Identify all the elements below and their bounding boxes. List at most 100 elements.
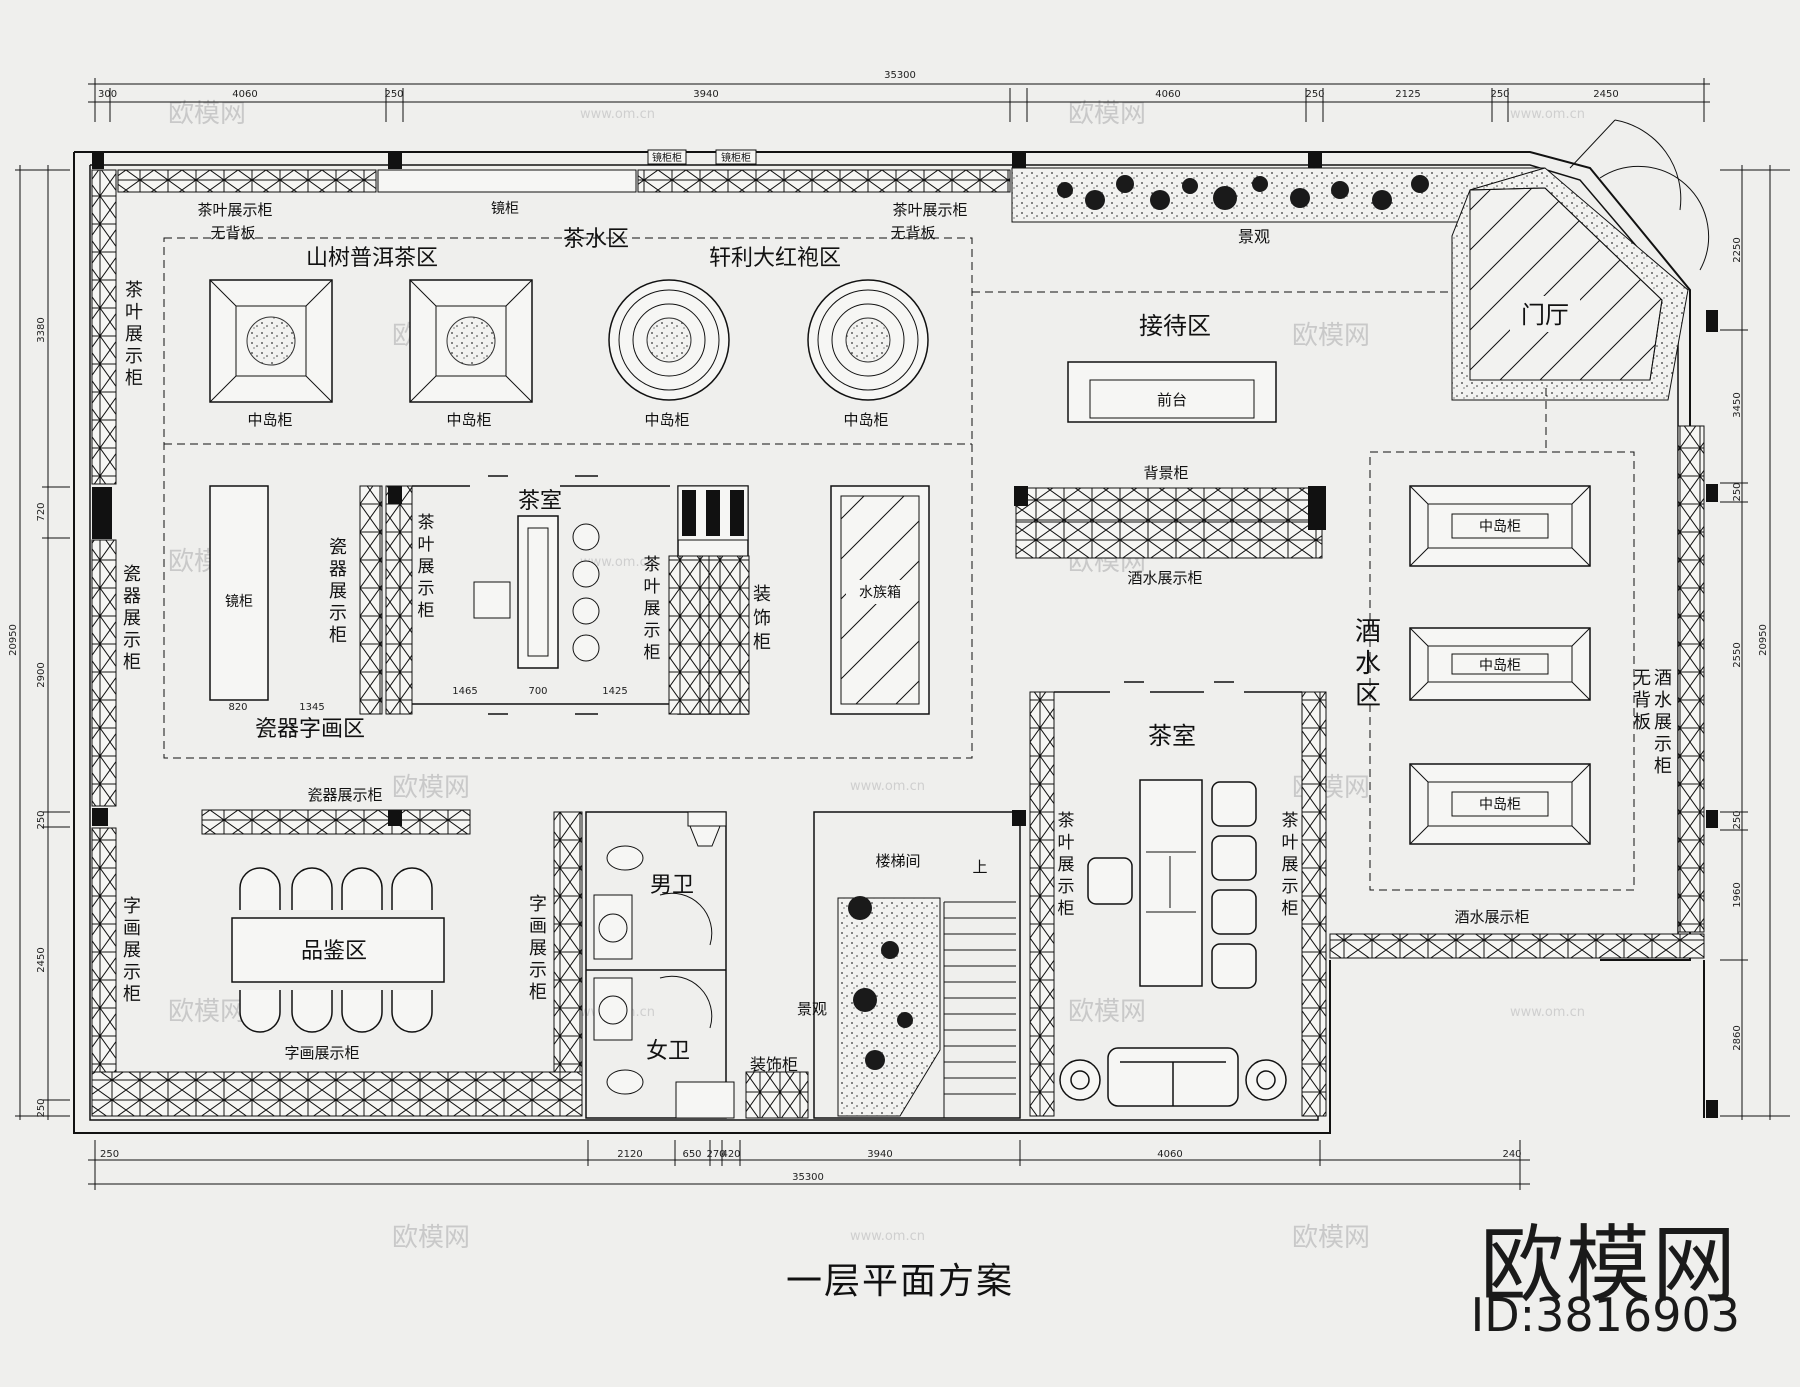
island-round-2 <box>807 279 929 401</box>
reception: 接待区 前台 背景柜 酒水展示柜 <box>972 291 1452 587</box>
vlabel-calligraphy-wc: 字画展示柜 <box>529 894 547 1003</box>
wine-island-label: 中岛柜 <box>1479 797 1521 813</box>
no-back-label: 无背板 <box>210 224 255 242</box>
vlabel-tea-room-b-right: 茶叶展示柜 <box>1282 811 1299 919</box>
wine-island-1 <box>1409 485 1591 567</box>
vlabel-wine-zone: 酒水区 <box>1355 617 1381 711</box>
dim-top-seg: 250 <box>1305 89 1324 100</box>
dim-bottom-seg: 3940 <box>867 1149 892 1160</box>
dim-right-overall: 20950 <box>1758 624 1769 656</box>
dim-bottom-seg: 270 <box>706 1149 725 1160</box>
dim-right-seg: 2860 <box>1732 1025 1743 1050</box>
watermark: 欧模网 <box>1292 1223 1370 1253</box>
island-label: 中岛柜 <box>644 411 689 429</box>
left-cabinets <box>91 169 117 1099</box>
island-label: 中岛柜 <box>247 411 292 429</box>
dim-right-seg: 250 <box>1732 810 1743 829</box>
dim-top-seg: 300 <box>98 89 117 100</box>
vlabel-no-back: 无背板 <box>1633 668 1651 733</box>
front-desk-label: 前台 <box>1157 391 1187 409</box>
dim-left-seg: 720 <box>36 502 47 521</box>
dim-right-seg: 2250 <box>1732 237 1743 262</box>
dim-bottom-seg: 240 <box>1502 1149 1521 1160</box>
watermark-url: www.om.cn <box>580 555 655 570</box>
stairwell: 楼梯间 上 景观 <box>797 811 1021 1119</box>
zone-womens-wc: 女卫 <box>646 1039 690 1064</box>
wine-cabinet-label: 酒水展示柜 <box>1127 569 1202 587</box>
zone-xuan-li: 轩利大红袍区 <box>709 246 841 271</box>
dim-top-seg: 3940 <box>693 89 718 100</box>
dim-left-seg: 2900 <box>36 662 47 687</box>
watermark-url: www.om.cn <box>1510 107 1585 122</box>
dimension-top: 35300 300 4060 250 3940 4060 250 2125 25… <box>88 70 1710 122</box>
left-cabinet-labels: 茶叶展示柜 瓷器展示柜 字画展示柜 <box>123 280 143 1005</box>
zone-mens-wc: 男卫 <box>650 873 694 898</box>
watermark: 欧模网 <box>392 773 470 803</box>
watermark-url: www.om.cn <box>580 107 655 122</box>
stairwell-label: 楼梯间 <box>875 852 920 870</box>
dim-left-seg: 3380 <box>36 317 47 342</box>
mirror-cabinet-label: 镜柜 <box>225 594 253 610</box>
watermark-layer: 欧模网 欧模网 欧模网 欧模网 欧模网 欧模网 欧模网 欧模网 欧模网 欧模网 … <box>168 99 1585 1253</box>
no-back-label: 无背板 <box>890 224 935 242</box>
dim-left-seg: 250 <box>36 1098 47 1117</box>
vlabel-tea-room-b-left: 茶叶展示柜 <box>1058 811 1075 919</box>
porcelain-cabinet-label: 瓷器展示柜 <box>307 786 382 804</box>
island-round-1 <box>608 279 730 401</box>
dim-room: 1465 <box>452 686 477 697</box>
dim-top-seg: 250 <box>1490 89 1509 100</box>
right-notch <box>1329 960 1705 1133</box>
dimension-bottom: 250 2120 650 270 420 3940 4060 240 35300 <box>88 1140 1530 1190</box>
vlabel-wine-right: 酒水展示柜 <box>1654 668 1672 777</box>
wine-island-label: 中岛柜 <box>1479 519 1521 535</box>
dim-top-seg: 250 <box>384 89 403 100</box>
zone-porcelain-art: 瓷器字画区 <box>255 717 365 742</box>
zone-tea-room-b: 茶室 <box>1148 722 1196 750</box>
watermark: 欧模网 <box>168 99 246 129</box>
watermark: 欧模网 <box>168 997 246 1027</box>
lobby: 门厅 <box>1451 119 1710 401</box>
zone-reception: 接待区 <box>1139 312 1211 340</box>
dim-top-seg: 2450 <box>1593 89 1618 100</box>
deco-cabinet-label: 装饰柜 <box>750 1055 798 1074</box>
watermark-url: www.om.cn <box>850 779 925 794</box>
dim-left-seg: 2450 <box>36 947 47 972</box>
dim-top-overall: 35300 <box>884 70 916 81</box>
dim-top-seg: 4060 <box>232 89 257 100</box>
dim-room: 1345 <box>299 702 324 713</box>
zone-shan-shu: 山树普洱茶区 <box>306 246 438 271</box>
zone-lobby: 门厅 <box>1521 301 1569 329</box>
tea-cabinet-label: 茶叶展示柜 <box>892 201 967 219</box>
dim-bottom-seg: 420 <box>721 1149 740 1160</box>
dim-right-seg: 3450 <box>1732 392 1743 417</box>
vlabel-tea-room-left: 茶叶展示柜 <box>418 513 435 621</box>
dim-room: 820 <box>228 702 247 713</box>
vlabel-porcelain-left: 瓷器展示柜 <box>123 564 141 673</box>
vlabel-porcelain-room: 瓷器展示柜 <box>329 537 347 646</box>
brand-logo-text: 欧模网 <box>1479 1216 1738 1314</box>
mirror-label: 镜柜 <box>491 201 519 217</box>
wine-island-2 <box>1409 627 1591 701</box>
tasting-area: 瓷器展示柜 品鉴区 字画展示柜 字画展示柜 <box>91 786 583 1117</box>
island-square-1 <box>209 279 333 403</box>
dim-left-seg: 250 <box>36 810 47 829</box>
dim-right-seg: 2550 <box>1732 642 1743 667</box>
watermark: 欧模网 <box>392 1223 470 1253</box>
dim-bottom-overall: 35300 <box>792 1172 824 1183</box>
wine-island-label: 中岛柜 <box>1479 658 1521 674</box>
dim-top-seg: 2125 <box>1395 89 1420 100</box>
washrooms: 男卫 女卫 装饰柜 <box>585 811 809 1119</box>
vlabel-tea-room-right: 茶叶展示柜 <box>644 555 661 663</box>
dim-bottom-seg: 4060 <box>1157 1149 1182 1160</box>
landscape-label: 景观 <box>1238 227 1270 246</box>
dim-bottom-seg: 650 <box>682 1149 701 1160</box>
island-square-2 <box>409 279 533 403</box>
bg-cabinet-label: 背景柜 <box>1143 464 1188 482</box>
zone-tea-water: 茶水区 <box>563 227 629 252</box>
fish-tank-label: 水族箱 <box>859 585 901 601</box>
top-cabinets: 镜柜柜 镜柜柜 <box>117 149 1011 193</box>
watermark: 欧模网 <box>1292 321 1370 351</box>
plan-title: 一层平面方案 <box>785 1261 1014 1302</box>
stair-up-label: 上 <box>972 858 987 876</box>
dim-bottom-seg: 2120 <box>617 1149 642 1160</box>
